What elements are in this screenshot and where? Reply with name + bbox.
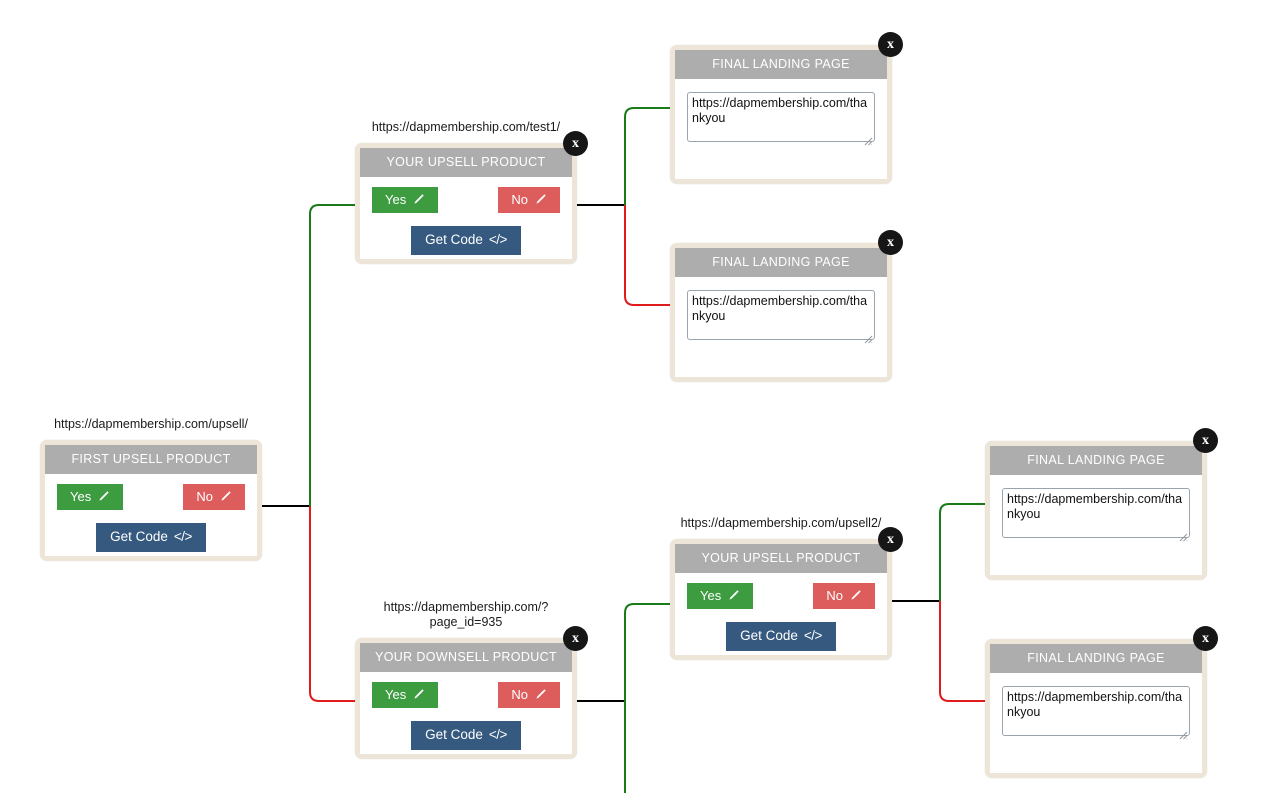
node-title: FINAL LANDING PAGE xyxy=(990,644,1202,673)
get-code-label: Get Code xyxy=(425,727,483,742)
url-label-your-upsell-product-upsell2: https://dapmembership.com/upsell2/ xyxy=(680,516,882,530)
code-brackets-icon: </> xyxy=(488,232,508,247)
close-icon-your-upsell-product-test1[interactable]: x xyxy=(563,131,588,156)
code-brackets-icon: </> xyxy=(173,529,193,544)
first-upsell-product[interactable]: FIRST UPSELL PRODUCT Yes No xyxy=(40,440,262,561)
connector-test1-no xyxy=(624,205,670,306)
code-brackets-icon: </> xyxy=(803,628,823,643)
node-body xyxy=(990,673,1202,773)
get-code-label: Get Code xyxy=(740,628,798,643)
get-code-row: Get Code </> xyxy=(57,523,245,552)
get-code-button-your-downsell-product[interactable]: Get Code </> xyxy=(411,721,521,750)
no-button-label: No xyxy=(196,489,213,504)
node-title: YOUR UPSELL PRODUCT xyxy=(360,148,572,177)
final-landing-page-1[interactable]: FINAL LANDING PAGE xyxy=(670,45,892,184)
get-code-button-first-upsell-product[interactable]: Get Code </> xyxy=(96,523,206,552)
node-body xyxy=(675,277,887,377)
yes-button-your-downsell-product[interactable]: Yes xyxy=(372,682,439,708)
choice-button-row: Yes No xyxy=(57,484,245,510)
no-button-first-upsell-product[interactable]: No xyxy=(183,484,245,510)
pencil-icon xyxy=(412,193,425,206)
node-title: FIRST UPSELL PRODUCT xyxy=(45,445,257,474)
url-field-wrapper xyxy=(1002,686,1190,741)
no-button-label: No xyxy=(826,588,843,603)
get-code-row: Get Code </> xyxy=(687,622,875,651)
close-icon-final-landing-page-4[interactable]: x xyxy=(1193,626,1218,651)
close-icon-your-downsell-product[interactable]: x xyxy=(563,626,588,651)
node-body xyxy=(675,79,887,179)
yes-button-label: Yes xyxy=(385,192,407,207)
no-button-label: No xyxy=(511,687,528,702)
final-landing-page-2[interactable]: FINAL LANDING PAGE xyxy=(670,243,892,382)
node-title: YOUR DOWNSELL PRODUCT xyxy=(360,643,572,672)
your-downsell-product[interactable]: YOUR DOWNSELL PRODUCT Yes No xyxy=(355,638,577,759)
your-upsell-product-upsell2[interactable]: YOUR UPSELL PRODUCT Yes No xyxy=(670,539,892,660)
no-button-your-upsell-product-upsell2[interactable]: No xyxy=(813,583,875,609)
get-code-label: Get Code xyxy=(110,529,168,544)
no-button-label: No xyxy=(511,192,528,207)
url-field-wrapper xyxy=(1002,488,1190,543)
node-body: Yes No xyxy=(360,672,572,754)
pencil-icon xyxy=(97,490,110,503)
get-code-row: Get Code </> xyxy=(372,226,560,255)
landing-url-input-final-landing-page-2[interactable] xyxy=(687,290,875,340)
code-brackets-icon: </> xyxy=(488,727,508,742)
close-icon-final-landing-page-3[interactable]: x xyxy=(1193,428,1218,453)
close-icon-final-landing-page-2[interactable]: x xyxy=(878,230,903,255)
url-label-first-upsell-product: https://dapmembership.com/upsell/ xyxy=(54,417,248,431)
connector-downsell-yes xyxy=(624,603,670,701)
no-button-your-upsell-product-test1[interactable]: No xyxy=(498,187,560,213)
yes-button-label: Yes xyxy=(385,687,407,702)
choice-button-row: Yes No xyxy=(372,682,560,708)
pencil-icon xyxy=(534,193,547,206)
yes-button-first-upsell-product[interactable]: Yes xyxy=(57,484,124,510)
close-icon-final-landing-page-1[interactable]: x xyxy=(878,32,903,57)
url-field-wrapper xyxy=(687,92,875,147)
landing-url-input-final-landing-page-1[interactable] xyxy=(687,92,875,142)
get-code-row: Get Code </> xyxy=(372,721,560,750)
get-code-button-your-upsell-product-test1[interactable]: Get Code </> xyxy=(411,226,521,255)
node-body: Yes No xyxy=(675,573,887,655)
landing-url-input-final-landing-page-3[interactable] xyxy=(1002,488,1190,538)
url-field-wrapper xyxy=(687,290,875,345)
pencil-icon xyxy=(534,688,547,701)
connector-first-upsell-yes xyxy=(309,204,355,506)
close-icon-your-upsell-product-upsell2[interactable]: x xyxy=(878,527,903,552)
connector-upsell2-yes xyxy=(939,503,985,601)
yes-button-label: Yes xyxy=(700,588,722,603)
node-body: Yes No xyxy=(360,177,572,259)
landing-url-input-final-landing-page-4[interactable] xyxy=(1002,686,1190,736)
url-label-your-downsell-product: https://dapmembership.com/?page_id=935 xyxy=(383,600,549,629)
choice-button-row: Yes No xyxy=(687,583,875,609)
connector-test1-yes xyxy=(624,107,670,205)
connector-upsell2-no xyxy=(939,601,985,702)
your-upsell-product-test1[interactable]: YOUR UPSELL PRODUCT Yes No xyxy=(355,143,577,264)
node-title: YOUR UPSELL PRODUCT xyxy=(675,544,887,573)
choice-button-row: Yes No xyxy=(372,187,560,213)
yes-button-your-upsell-product-test1[interactable]: Yes xyxy=(372,187,439,213)
node-body: Yes No xyxy=(45,474,257,556)
connector-first-upsell-no xyxy=(309,506,355,702)
yes-button-your-upsell-product-upsell2[interactable]: Yes xyxy=(687,583,754,609)
node-title: FINAL LANDING PAGE xyxy=(675,248,887,277)
pencil-icon xyxy=(849,589,862,602)
pencil-icon xyxy=(219,490,232,503)
url-label-your-upsell-product-test1: https://dapmembership.com/test1/ xyxy=(371,120,561,134)
pencil-icon xyxy=(727,589,740,602)
get-code-label: Get Code xyxy=(425,232,483,247)
node-body xyxy=(990,475,1202,575)
pencil-icon xyxy=(412,688,425,701)
node-title: FINAL LANDING PAGE xyxy=(675,50,887,79)
no-button-your-downsell-product[interactable]: No xyxy=(498,682,560,708)
node-title: FINAL LANDING PAGE xyxy=(990,446,1202,475)
final-landing-page-4[interactable]: FINAL LANDING PAGE xyxy=(985,639,1207,778)
get-code-button-your-upsell-product-upsell2[interactable]: Get Code </> xyxy=(726,622,836,651)
final-landing-page-3[interactable]: FINAL LANDING PAGE xyxy=(985,441,1207,580)
yes-button-label: Yes xyxy=(70,489,92,504)
